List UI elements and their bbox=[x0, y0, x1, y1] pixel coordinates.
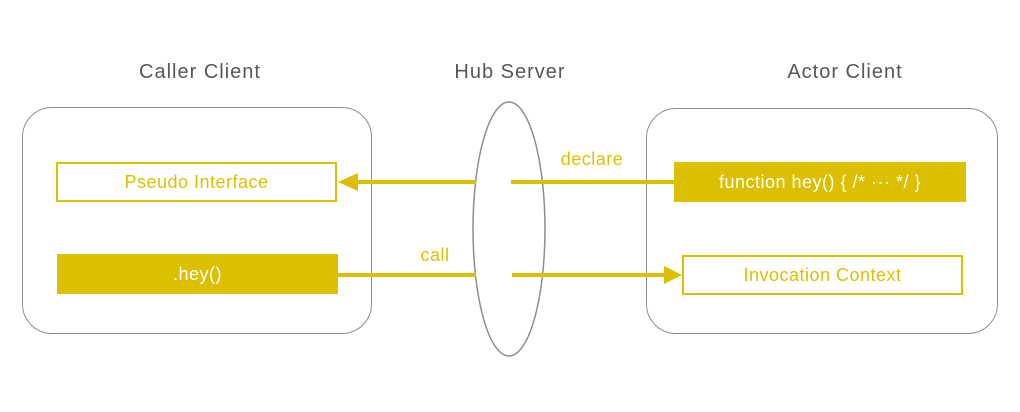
declare-edge-label: declare bbox=[560, 149, 624, 169]
actor-client-box bbox=[646, 108, 998, 334]
call-edge-label: call bbox=[420, 245, 450, 265]
invocation-context-node: Invocation Context bbox=[682, 255, 963, 295]
hub-ellipse bbox=[472, 101, 546, 357]
caller-client-title: Caller Client bbox=[139, 61, 261, 83]
actor-client-title: Actor Client bbox=[787, 61, 903, 83]
caller-client-box bbox=[22, 107, 372, 334]
hey-call-node: .hey() bbox=[57, 254, 338, 294]
pseudo-interface-node: Pseudo Interface bbox=[56, 162, 337, 202]
function-hey-node: function hey() { /* ··· */ } bbox=[674, 162, 966, 202]
hub-server-title: Hub Server bbox=[454, 61, 566, 83]
